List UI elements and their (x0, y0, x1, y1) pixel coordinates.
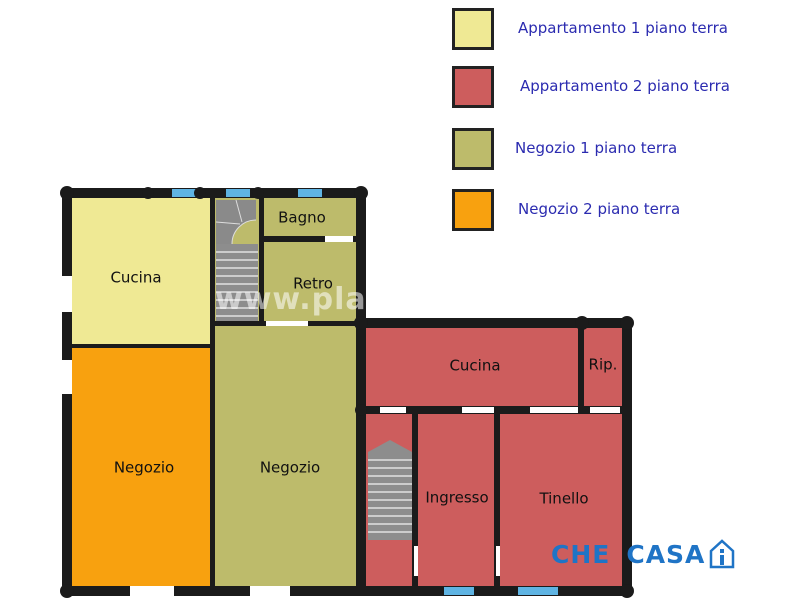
room-label-ingresso: Ingresso (425, 489, 488, 507)
room-negozio-2 (72, 346, 212, 586)
house-icon (710, 539, 735, 569)
logo-text-che: CHE (551, 539, 611, 569)
legend-swatch (452, 189, 494, 231)
room-label-bagno: Bagno (278, 209, 326, 227)
che-casa-logo: CHE CASA (551, 537, 735, 571)
watermark: www.planningwiz.com (215, 282, 611, 317)
room-bagno (262, 198, 356, 238)
room-negozio-1 (212, 324, 356, 586)
room-ingresso (416, 410, 498, 586)
legend-item-appartamento-2: Appartamento 2 piano terra (452, 66, 782, 114)
windows (172, 189, 558, 595)
legend-swatch (452, 8, 494, 50)
room-label-retro: Retro (293, 275, 333, 293)
room-cucina-1 (72, 198, 212, 346)
room-label-tinello: Tinello (538, 490, 588, 508)
staircase-2 (368, 440, 412, 540)
room-label-negozio-1: Negozio (260, 459, 320, 477)
room-cucina-2 (366, 328, 582, 410)
legend-swatch (452, 128, 494, 170)
room-tinello (498, 410, 622, 586)
legend-swatch (452, 66, 494, 108)
room-label-ripostiglio: Rip. (589, 356, 618, 374)
wall-posts (60, 186, 634, 598)
legend-item-appartamento-1: Appartamento 1 piano terra (452, 8, 782, 56)
legend-label: Appartamento 2 piano terra (520, 77, 730, 95)
room-label-cucina-2: Cucina (449, 357, 500, 375)
staircase-1 (215, 199, 258, 322)
doors (62, 236, 620, 596)
room-label-cucina-1: Cucina (110, 269, 161, 287)
legend-item-negozio-1: Negozio 1 piano terra (452, 128, 782, 176)
legend-label: Appartamento 1 piano terra (518, 19, 728, 37)
legend-label: Negozio 2 piano terra (518, 200, 681, 218)
logo-text-casa: CASA (626, 539, 706, 569)
legend-label: Negozio 1 piano terra (515, 139, 678, 157)
room-ripostiglio (582, 328, 622, 410)
legend-item-negozio-2: Negozio 2 piano terra (452, 189, 782, 237)
room-retro (262, 242, 356, 324)
room-label-negozio-2: Negozio (114, 459, 174, 477)
